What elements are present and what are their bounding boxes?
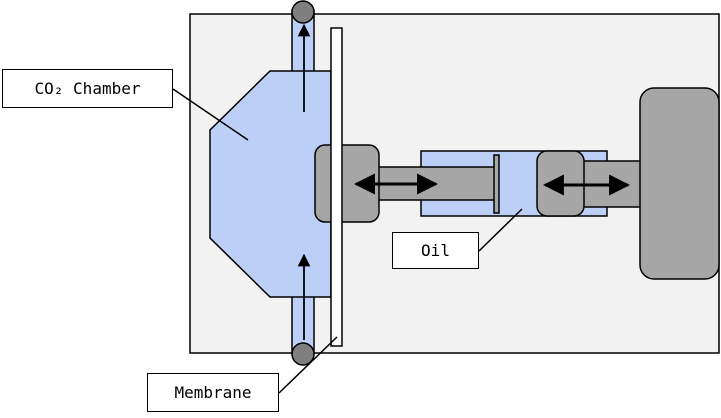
membrane-strip — [330, 27, 343, 347]
membrane-leader-line — [278, 336, 338, 394]
bottom-valve-knob — [291, 342, 315, 366]
co2-leader-line — [172, 88, 249, 141]
piston-plate — [493, 154, 500, 214]
oil-label: Oil — [392, 232, 479, 269]
oil-leader-line — [478, 208, 523, 252]
co2-chamber-label: CO₂ Chamber — [2, 69, 173, 108]
top-valve-knob — [291, 0, 315, 24]
actuator-block — [639, 87, 720, 280]
membrane-label: Membrane — [147, 373, 279, 412]
